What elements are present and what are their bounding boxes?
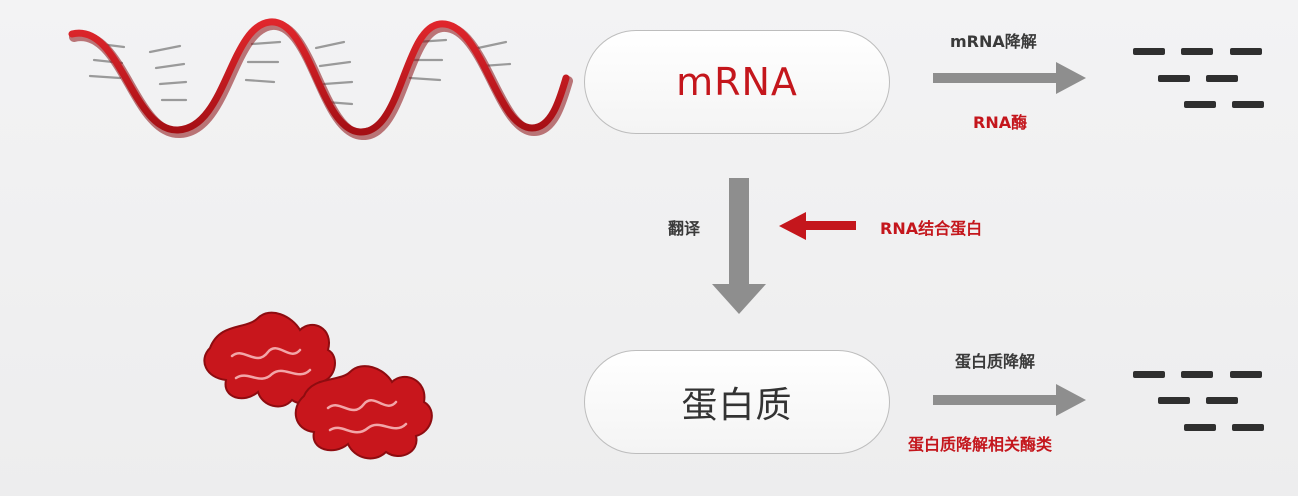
arrow-right-icon [933, 384, 1086, 416]
rna-enzyme-label: RNA酶 [973, 113, 1028, 132]
protein-degradation-label: 蛋白质降解 [955, 352, 1036, 371]
rna-helix-icon [68, 18, 573, 141]
arrow-left-icon [779, 212, 856, 240]
mrna-label: mRNA [676, 60, 798, 104]
protein-structure-icon [203, 311, 433, 460]
mrna-node: mRNA [584, 30, 890, 134]
translation-label: 翻译 [668, 219, 701, 238]
degraded-fragments-icon [1133, 48, 1264, 108]
protein-label: 蛋白质 [681, 385, 793, 426]
mrna-degradation-label: mRNA降解 [950, 32, 1037, 51]
arrow-down-icon [712, 178, 766, 314]
protein-degradation-enzymes-label: 蛋白质降解相关酶类 [908, 435, 1053, 454]
degraded-fragments-icon [1133, 371, 1264, 431]
protein-node: 蛋白质 [584, 350, 890, 454]
arrow-right-icon [933, 62, 1086, 94]
rna-binding-protein-label: RNA结合蛋白 [880, 219, 983, 238]
